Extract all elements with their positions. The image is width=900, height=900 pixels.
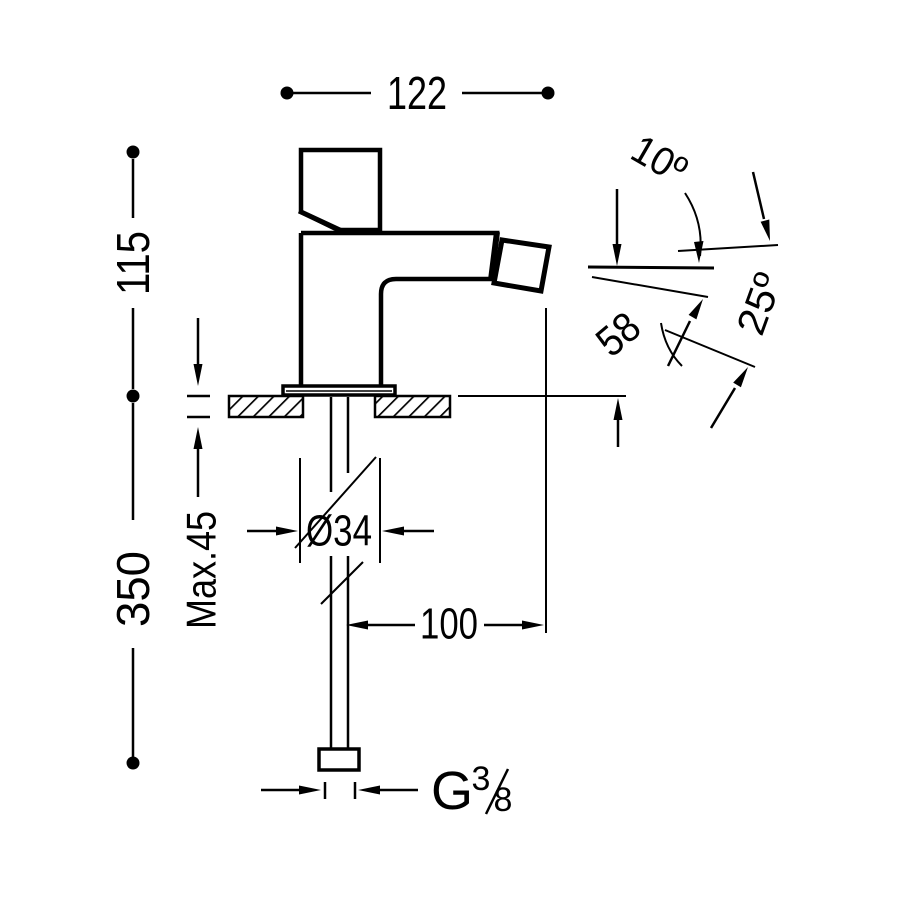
arrowhead-left [382, 526, 404, 536]
dim-dot [126, 145, 140, 159]
dim-spout-angle-label: 10º [624, 127, 695, 193]
dim-thread-g38: G 3 8 [261, 760, 512, 821]
faucet-arm-end-face [488, 231, 500, 281]
dim-max-deck-thickness: Max.45 [178, 318, 225, 629]
arrowhead-angled [688, 299, 703, 320]
fraction-slash [484, 768, 510, 815]
dim-depth-label: 350 [107, 551, 159, 627]
faucet-body-outline [301, 230, 500, 386]
dim-max-deck-label: Max.45 [178, 511, 225, 629]
dim-outlet-height-label: 58 [587, 302, 649, 365]
thread-denominator-label: 8 [494, 781, 513, 819]
countertop-left-block [227, 394, 305, 419]
dim-diameter-34: Ø34 [247, 458, 434, 563]
thread-prefix-label: G [431, 761, 473, 821]
dim-projection-label: 100 [420, 600, 478, 649]
dim-diameter-label: Ø34 [306, 507, 372, 556]
faucet-handle-lever [297, 208, 344, 234]
angle-line [664, 329, 756, 368]
dim-outlet-angle-label: 25º [729, 267, 792, 341]
faucet-handle [298, 147, 383, 233]
arrowhead-angled [760, 219, 770, 241]
thread-numerator-label: 3 [472, 760, 491, 798]
dim-height-115: 115 [107, 145, 159, 403]
angle-line-upper [677, 244, 779, 252]
countertop [227, 394, 626, 419]
dim-dot [126, 389, 140, 403]
arrowhead-up [193, 427, 203, 449]
pipe-break-slash [294, 456, 377, 549]
dim-projection-100: 100 [346, 308, 547, 649]
dim-dot [541, 86, 555, 100]
supply-pipe [294, 397, 377, 772]
dim-width-label: 122 [387, 67, 447, 119]
countertop-right-block [373, 394, 452, 419]
dim-angle-25: 25º [660, 267, 792, 429]
outlet-level-line [587, 265, 715, 270]
faucet-spout-outlet [491, 237, 552, 294]
dim-depth-350: 350 [107, 403, 159, 770]
pipe-break-slash [320, 561, 364, 605]
faucet-drawing [281, 147, 552, 397]
dim-height-label: 115 [107, 231, 159, 295]
dim-width-122: 122 [280, 67, 555, 119]
arrowhead-left [346, 620, 368, 630]
angle-line-lower [591, 276, 709, 298]
arrowhead-right [299, 785, 321, 795]
arrowhead-right [522, 620, 544, 630]
arrowhead-angled [733, 367, 748, 388]
angle-arc [660, 322, 683, 367]
arrowhead-up [613, 398, 623, 420]
arrowhead-left [358, 785, 380, 795]
arrowhead-right [276, 526, 298, 536]
pipe-end-connector [317, 747, 361, 772]
arrowhead-down [193, 364, 203, 386]
arrowhead-down [694, 241, 704, 263]
arrowhead-down [612, 244, 622, 266]
dim-dot [280, 86, 294, 100]
dim-dot [126, 756, 140, 770]
